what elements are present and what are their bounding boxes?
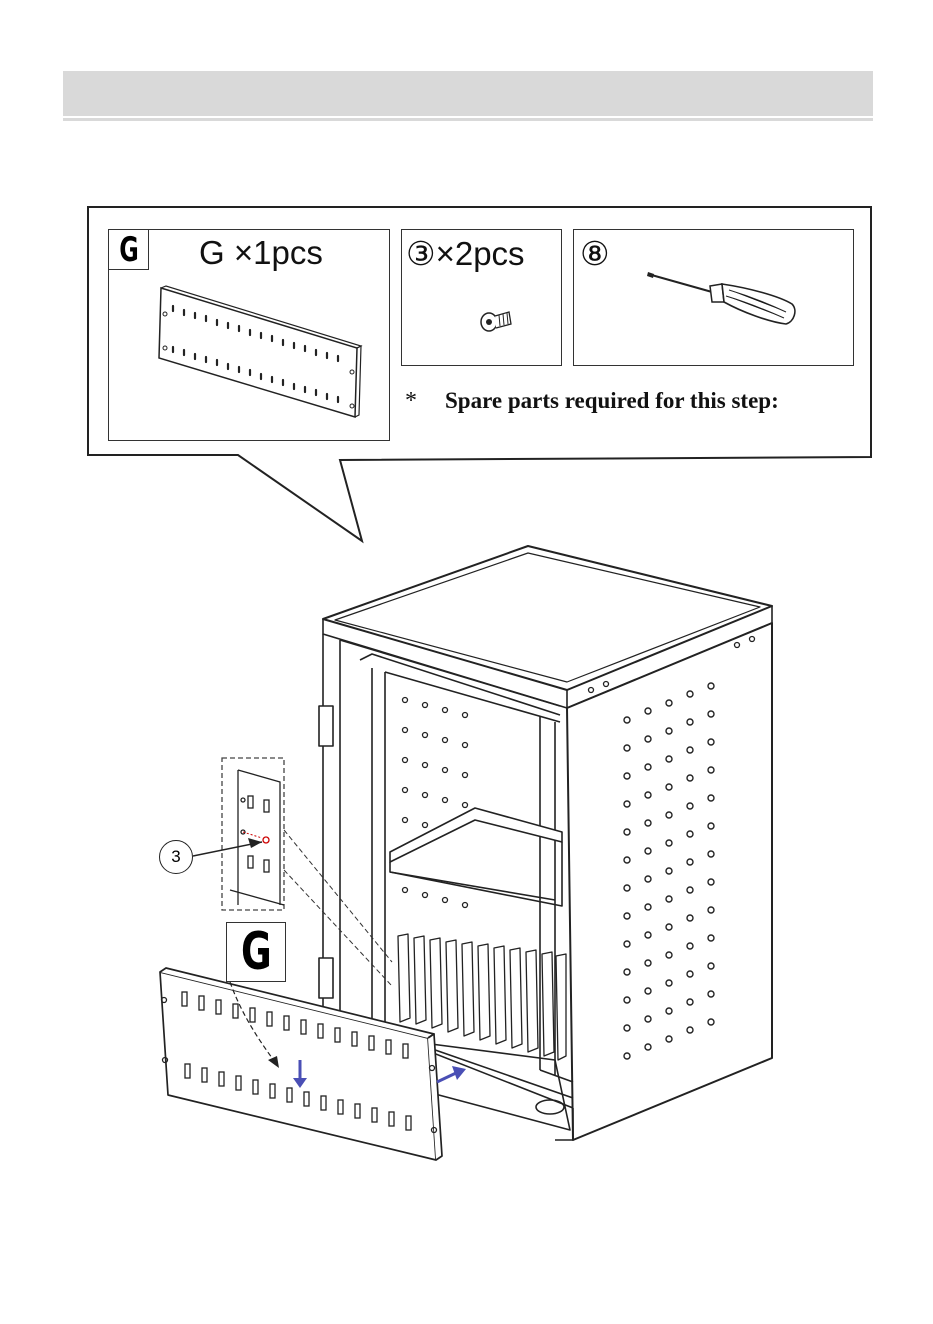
screw-callout: 3 xyxy=(159,840,193,874)
panel-g-badge: G xyxy=(226,922,286,982)
